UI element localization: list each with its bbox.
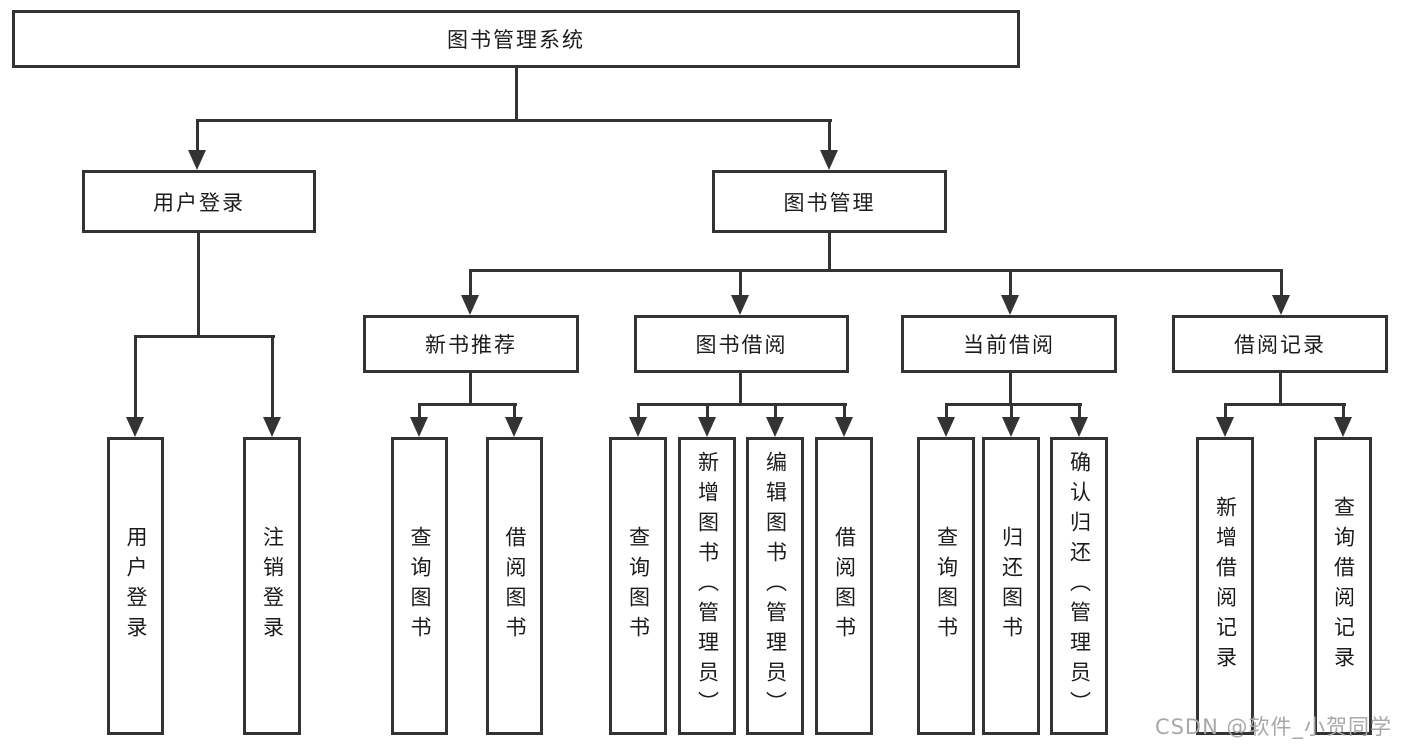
connector-line <box>271 335 274 420</box>
connector-line <box>196 119 199 153</box>
connector-line <box>196 119 832 122</box>
connector-line <box>945 403 1082 406</box>
node-query-books-recommend-label: 查询图书 <box>408 526 432 646</box>
node-add-borrow-record-label: 新增借阅记录 <box>1213 496 1238 676</box>
connector-line <box>418 403 421 419</box>
node-root: 图书管理系统 <box>12 10 1020 68</box>
arrow-down-icon <box>820 150 838 170</box>
node-query-books-borrow-label: 查询图书 <box>626 526 651 646</box>
connector-line <box>1279 373 1282 406</box>
connector-line <box>828 119 831 153</box>
connector-line <box>418 403 517 406</box>
node-book-management: 图书管理 <box>712 170 947 233</box>
arrow-down-icon <box>1002 417 1020 437</box>
connector-line <box>945 403 948 419</box>
node-edit-books-admin-label: 编辑图书（管理员） <box>763 451 788 721</box>
node-current-borrow-label: 当前借阅 <box>963 333 1055 357</box>
arrow-down-icon <box>731 295 749 315</box>
node-borrow-books: 借阅图书 <box>815 437 873 735</box>
node-add-books-admin-label: 新增图书（管理员） <box>695 451 720 721</box>
node-return-books-label: 归还图书 <box>999 526 1024 646</box>
node-book-management-label: 图书管理 <box>783 190 876 215</box>
arrow-down-icon <box>629 417 647 437</box>
connector-line <box>637 403 640 419</box>
connector-line <box>1224 403 1227 419</box>
node-current-borrow: 当前借阅 <box>901 315 1117 373</box>
arrow-down-icon <box>698 417 716 437</box>
arrow-down-icon <box>1334 417 1352 437</box>
connector-line <box>134 335 275 338</box>
arrow-down-icon <box>835 417 853 437</box>
arrow-down-icon <box>937 417 955 437</box>
node-borrow-books-label: 借阅图书 <box>832 526 857 646</box>
connector-line <box>1009 373 1012 406</box>
node-borrow-books-recommend-label: 借阅图书 <box>503 526 527 646</box>
node-borrow-records-label: 借阅记录 <box>1234 333 1326 357</box>
node-root-label: 图书管理系统 <box>447 28 585 52</box>
node-new-book-recommend: 新书推荐 <box>363 315 579 373</box>
connector-line <box>843 403 846 419</box>
node-query-books-current: 查询图书 <box>917 437 975 735</box>
connector-line <box>739 269 742 299</box>
node-add-borrow-record: 新增借阅记录 <box>1196 437 1254 735</box>
connector-line <box>739 373 742 406</box>
connector-line <box>134 335 137 420</box>
arrow-down-icon <box>410 417 428 437</box>
connector-line <box>706 403 709 419</box>
node-user-login-action-label: 用户登录 <box>124 526 148 646</box>
node-user-login-action: 用户登录 <box>107 437 164 735</box>
node-edit-books-admin: 编辑图书（管理员） <box>746 437 804 735</box>
connector-line <box>1224 403 1346 406</box>
arrow-down-icon <box>263 417 281 437</box>
node-return-books: 归还图书 <box>982 437 1040 735</box>
connector-line <box>515 68 518 120</box>
connector-line <box>197 233 200 337</box>
connector-line <box>513 403 516 419</box>
arrow-down-icon <box>188 150 206 170</box>
node-query-borrow-record: 查询借阅记录 <box>1314 437 1372 735</box>
arrow-down-icon <box>461 295 479 315</box>
connector-line <box>1078 403 1081 419</box>
connector-line <box>469 269 472 299</box>
node-book-borrow: 图书借阅 <box>634 315 849 373</box>
node-user-login-label: 用户登录 <box>153 190 245 215</box>
connector-line <box>1280 269 1283 299</box>
node-logout-action: 注销登录 <box>243 437 301 735</box>
arrow-down-icon <box>126 417 144 437</box>
node-confirm-return-admin-label: 确认归还（管理员） <box>1067 451 1092 721</box>
connector-line <box>469 373 472 406</box>
connector-line <box>469 269 1283 272</box>
arrow-down-icon <box>1272 295 1290 315</box>
node-book-borrow-label: 图书借阅 <box>695 333 788 357</box>
node-borrow-records: 借阅记录 <box>1172 315 1388 373</box>
node-query-books-current-label: 查询图书 <box>934 526 959 646</box>
node-new-book-recommend-label: 新书推荐 <box>425 333 517 357</box>
arrow-down-icon <box>505 417 523 437</box>
connector-line <box>1342 403 1345 419</box>
connector-line <box>828 233 831 272</box>
node-borrow-books-recommend: 借阅图书 <box>486 437 543 735</box>
arrow-down-icon <box>1216 417 1234 437</box>
node-query-books-recommend: 查询图书 <box>391 437 448 735</box>
connector-line <box>774 403 777 419</box>
node-user-login: 用户登录 <box>82 170 316 233</box>
connector-line <box>1010 403 1013 419</box>
arrow-down-icon <box>1070 417 1088 437</box>
node-query-borrow-record-label: 查询借阅记录 <box>1331 496 1356 676</box>
csdn-watermark: CSDN @软件_小贺同学 <box>1154 715 1392 739</box>
node-add-books-admin: 新增图书（管理员） <box>678 437 736 735</box>
connector-line <box>637 403 847 406</box>
arrow-down-icon <box>1001 295 1019 315</box>
node-confirm-return-admin: 确认归还（管理员） <box>1050 437 1108 735</box>
node-query-books-borrow: 查询图书 <box>609 437 667 735</box>
connector-line <box>1009 269 1012 299</box>
node-logout-action-label: 注销登录 <box>260 526 285 646</box>
arrow-down-icon <box>766 417 784 437</box>
